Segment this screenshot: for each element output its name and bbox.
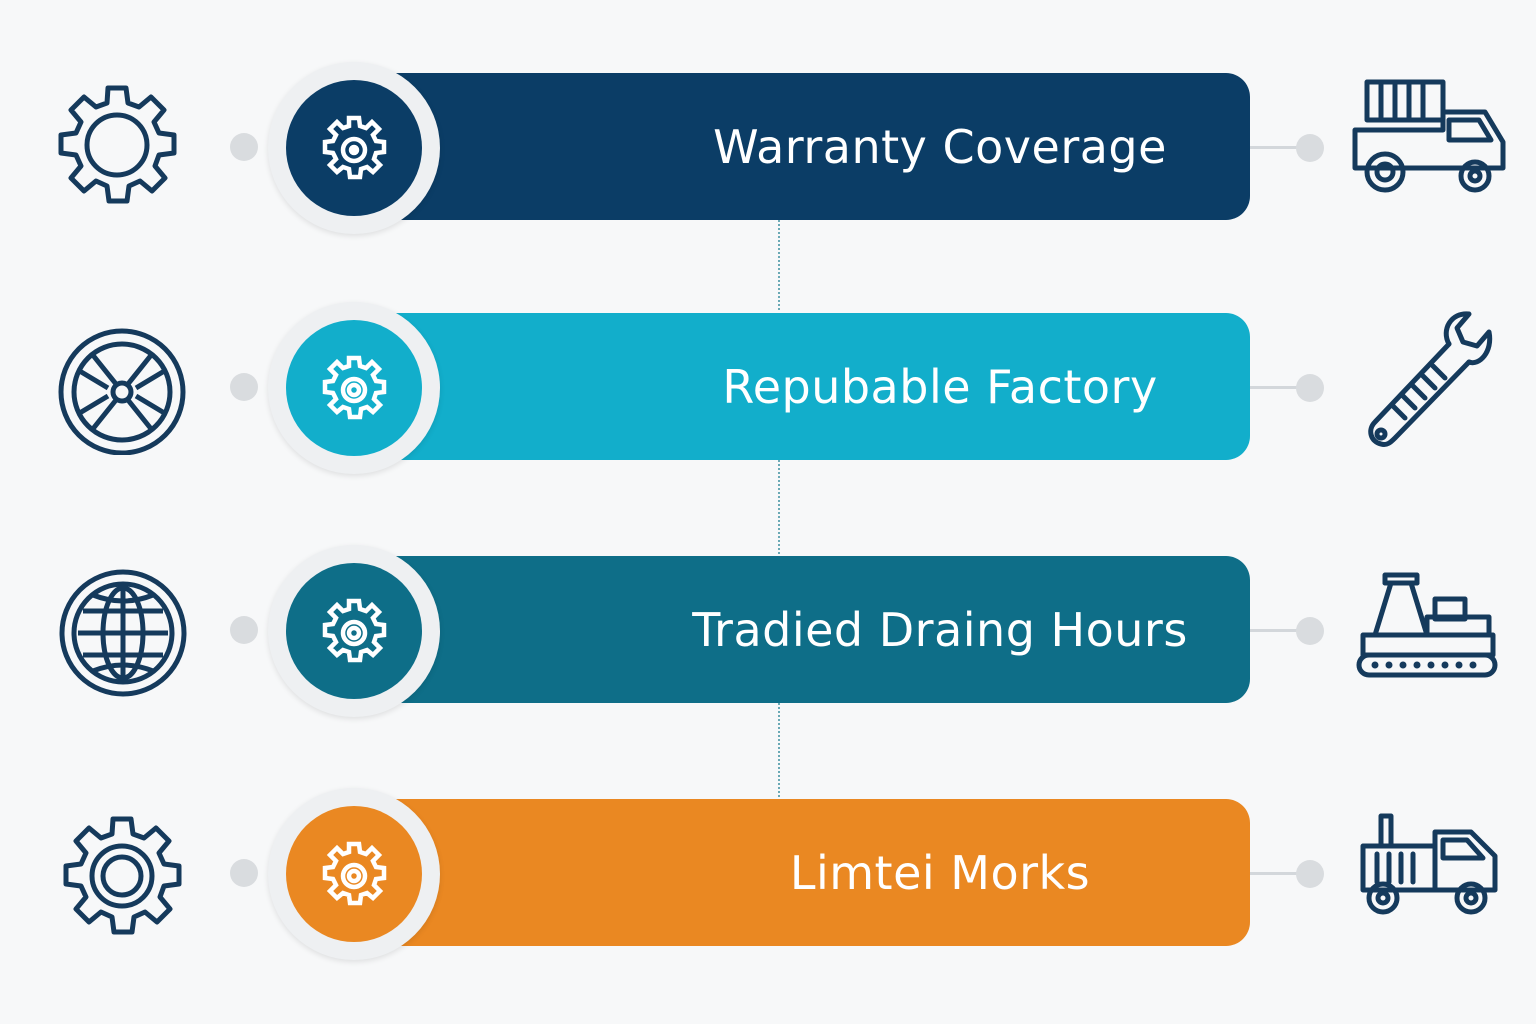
- gear-icon: [45, 801, 195, 941]
- vertical-connector: [778, 460, 780, 555]
- gear-badge: [286, 806, 422, 942]
- row-limtei-morks: Limtei Morks: [0, 788, 1536, 960]
- gear-badge: [286, 80, 422, 216]
- gear-badge: [286, 320, 422, 456]
- limtei-morks-bar[interactable]: Limtei Morks: [360, 799, 1250, 946]
- gear-icon: [45, 75, 195, 215]
- bar-label: Tradied Draing Hours: [692, 602, 1188, 657]
- badge: [268, 62, 440, 234]
- connector-dot-left: [230, 133, 258, 161]
- bar-label: Repubable Factory: [722, 359, 1158, 414]
- badge: [268, 302, 440, 474]
- connector-line-right: [1250, 146, 1310, 149]
- wrench-icon: [1345, 310, 1510, 460]
- connector-line-right: [1250, 872, 1310, 875]
- row-warranty-coverage: Warranty Coverage: [0, 62, 1536, 234]
- tractor-icon: [1345, 796, 1510, 946]
- badge: [268, 788, 440, 960]
- connector-dot-right: [1296, 374, 1324, 402]
- gear-icon: [322, 841, 387, 906]
- repubable-factory-bar[interactable]: Repubable Factory: [360, 313, 1250, 460]
- gear-icon: [322, 355, 387, 420]
- badge: [268, 545, 440, 717]
- connector-dot-left: [230, 373, 258, 401]
- tradied-draing-hours-bar[interactable]: Tradied Draing Hours: [360, 556, 1250, 703]
- truck-icon: [1345, 70, 1510, 220]
- connector-dot-right: [1296, 860, 1324, 888]
- vertical-connector: [778, 220, 780, 312]
- connector-line-right: [1250, 386, 1310, 389]
- bar-label: Limtei Morks: [789, 845, 1091, 900]
- vertical-connector: [778, 703, 780, 798]
- bar-label: Warranty Coverage: [713, 119, 1167, 174]
- gear-icon: [322, 598, 387, 663]
- gear-badge: [286, 563, 422, 699]
- globe-icon: [45, 558, 195, 698]
- connector-dot-left: [230, 616, 258, 644]
- connector-dot-right: [1296, 617, 1324, 645]
- wheel-icon: [45, 315, 195, 455]
- warranty-coverage-bar[interactable]: Warranty Coverage: [360, 73, 1250, 220]
- crawler-machine-icon: [1345, 553, 1510, 703]
- row-tradied-draing-hours: Tradied Draing Hours: [0, 545, 1536, 717]
- gear-icon: [322, 115, 387, 180]
- connector-line-right: [1250, 629, 1310, 632]
- connector-dot-left: [230, 859, 258, 887]
- connector-dot-right: [1296, 134, 1324, 162]
- row-repubable-factory: Repubable Factory: [0, 302, 1536, 474]
